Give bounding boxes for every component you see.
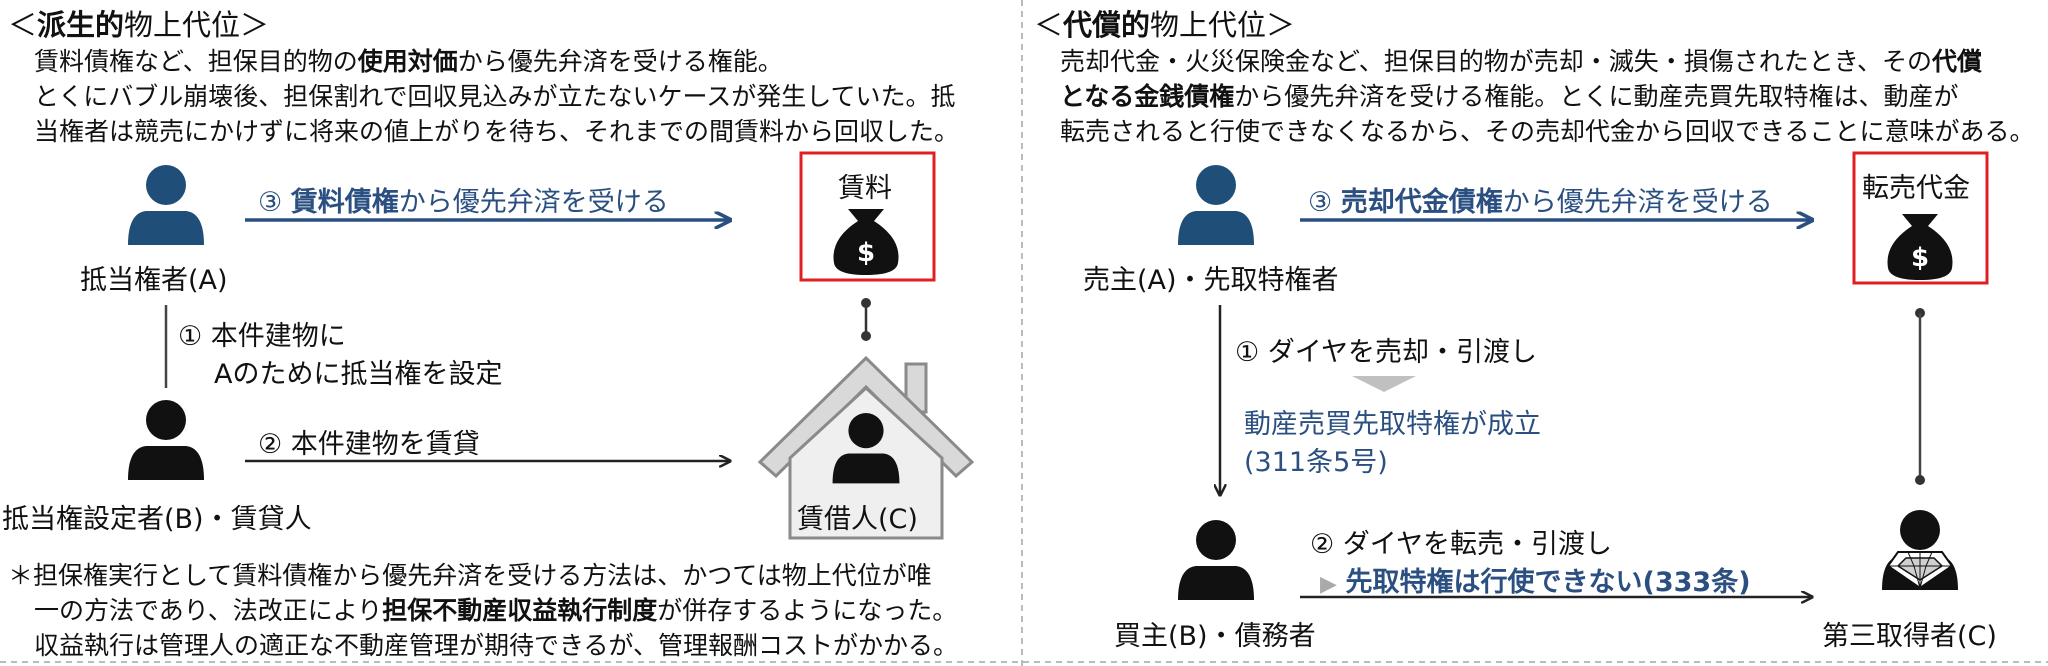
person-icon: [1178, 165, 1254, 245]
arrow3-label: ③ 賃料債権から優先弁済を受ける: [258, 187, 669, 218]
money-bag-icon: $: [833, 209, 899, 275]
proceeds-label: 転売代金: [1862, 173, 1970, 204]
left-description: 賃料債権など、担保目的物の使用対価から優先弁済を受ける権能。 とくにバブル崩壊後…: [34, 47, 960, 146]
established-label: 動産売買先取特権が成立 (311条5号): [1244, 409, 1541, 478]
svg-text:$: $: [857, 238, 875, 268]
person-icon: [128, 400, 204, 480]
third-party-label: 第三取得者(C): [1822, 621, 1997, 652]
setter-label: 抵当権設定者(B)・賃貸人: [2, 504, 312, 535]
seller-label: 売主(A)・先取特権者: [1083, 265, 1339, 296]
proceeds-box: [1852, 151, 1989, 285]
resale-label: ② ダイヤを転売・引渡し: [1310, 529, 1612, 560]
sale-label: ① ダイヤを売却・引渡し: [1235, 337, 1537, 368]
right-heading: ＜代償的物上代位＞: [1034, 8, 1296, 42]
arrow1-label: ① 本件建物に Aのために抵当権を設定: [178, 321, 503, 390]
no-lien-label: ▶ 先取特権は行使できない(333条): [1320, 567, 1751, 598]
svg-text:$: $: [1911, 243, 1929, 273]
left-heading: ＜派生的物上代位＞: [8, 8, 270, 42]
person-icon: [1178, 520, 1254, 600]
person-icon: [128, 165, 204, 245]
buyer-label: 買主(B)・債務者: [1114, 621, 1316, 652]
mortgagee-label: 抵当権者(A): [80, 265, 228, 296]
diamond-person-icon: [1882, 510, 1958, 590]
left-note: ＊担保権実行として賃料債権から優先弁済を受ける方法は、かつては物上代位が唯 一の…: [8, 561, 959, 660]
rent-box: [799, 151, 936, 282]
result-marker: [1352, 376, 1416, 392]
arrow2-label: ② 本件建物を賃貸: [258, 429, 480, 460]
right-description: 売却代金・火災保険金など、担保目的物が売却・滅失・損傷されたとき、その代償 とな…: [1060, 47, 2035, 146]
arrow3-right-label: ③ 売却代金債権から優先弁済を受ける: [1308, 187, 1773, 218]
rent-label: 賃料: [838, 173, 892, 204]
money-bag-icon: $: [1887, 214, 1953, 280]
tenant-label: 賃借人(C): [797, 504, 918, 535]
